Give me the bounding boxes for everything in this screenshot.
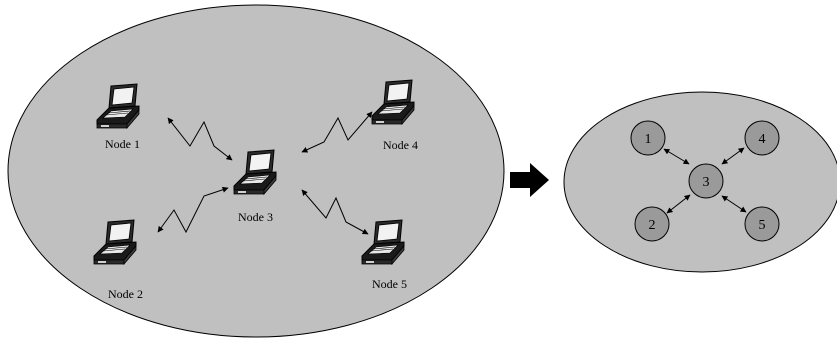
graph-edge [721,195,747,213]
right-arrow-icon [510,163,549,197]
graph-node-5: 5 [744,206,780,242]
graph-node-label: 2 [649,218,656,233]
graph-edge [721,147,745,165]
node4-laptop: Node 4 [371,79,418,152]
node1-laptop: Node 1 [96,83,140,151]
node5-label: Node 5 [372,277,407,291]
graph-node-label: 4 [759,132,766,147]
graph-node-3: 3 [688,163,724,199]
graph-node-2: 2 [634,206,670,242]
graph-node-label: 5 [759,218,766,233]
node3-laptop: Node 3 [233,149,277,224]
wireless-link-icon [157,186,229,234]
wireless-link-icon [167,117,233,161]
wireless-link-icon [301,111,373,153]
graph-node-label: 1 [645,132,652,147]
wireless-link-icon [301,189,369,235]
graph-node-4: 4 [744,120,780,156]
node1-label: Node 1 [105,137,140,151]
node2-laptop: Node 2 [93,219,143,301]
node2-label: Node 2 [108,287,143,301]
node4-label: Node 4 [383,138,418,152]
node3-label: Node 3 [238,210,273,224]
graph-node-label: 3 [703,175,710,190]
graph-edge [663,148,690,165]
graph-node-1: 1 [630,120,666,156]
graph-edge [666,194,691,214]
node5-laptop: Node 5 [361,219,407,291]
